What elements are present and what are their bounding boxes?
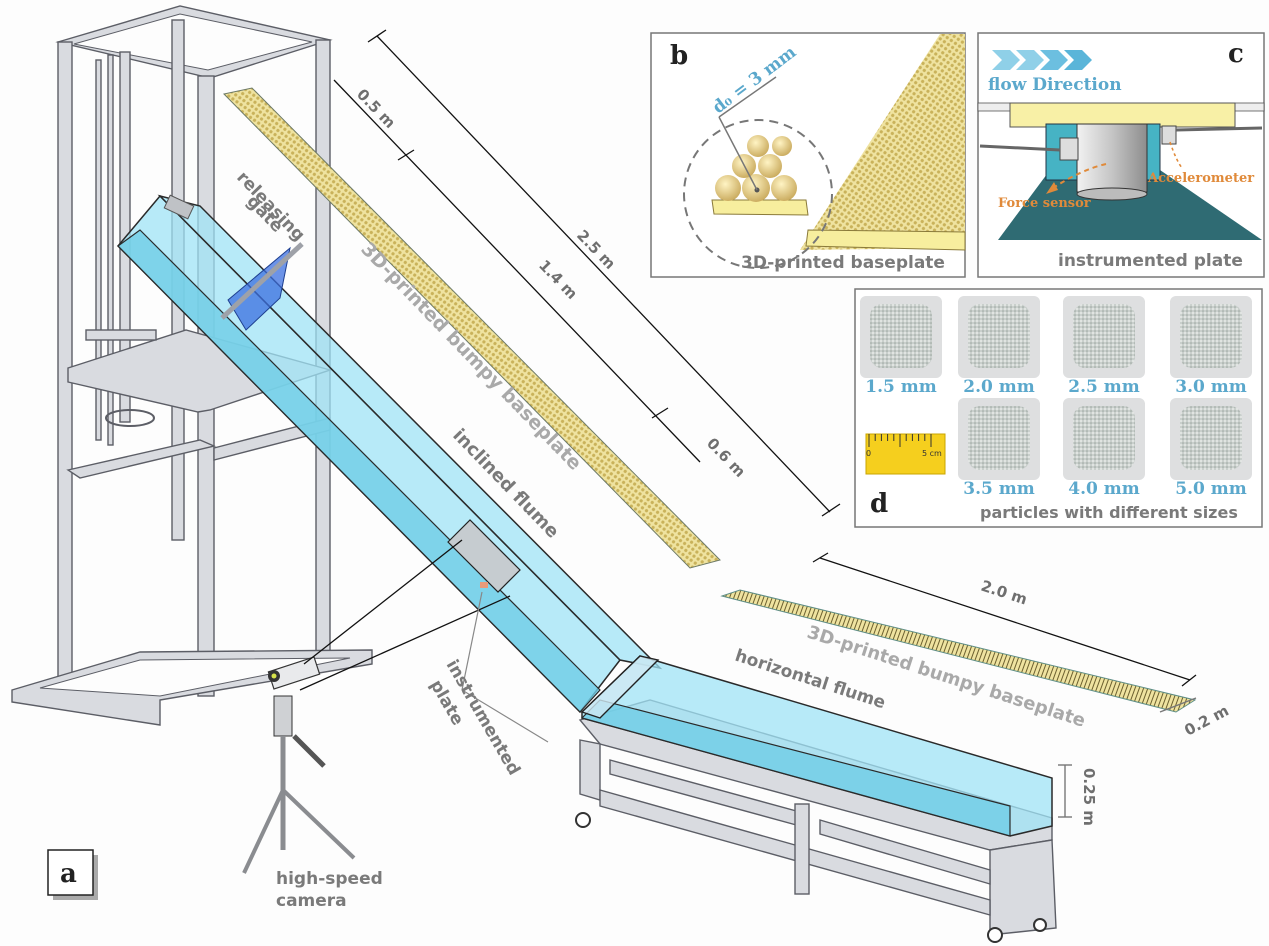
dim-label-0-5m: 0.5 m: [353, 85, 399, 132]
flow-direction-label: flow Direction: [988, 75, 1122, 95]
accelerometer-label: Accelerometer: [1147, 171, 1254, 186]
ruler-zero: 0: [866, 449, 871, 458]
particle-size-label: 2.5 mm: [1068, 377, 1139, 397]
particle-sample: 2.0 mm: [958, 296, 1040, 397]
particle-size-label: 2.0 mm: [963, 377, 1034, 397]
panel-b-caption: 3D-printed baseplate: [741, 253, 945, 273]
instrumented-plate-top: [1009, 102, 1236, 128]
accelerometer-body: [1161, 125, 1177, 145]
panel-a-letter: a: [60, 859, 77, 889]
panel-c-letter: c: [1228, 39, 1244, 69]
particle-size-label: 5.0 mm: [1175, 479, 1246, 499]
panel-d-letter: d: [870, 489, 888, 519]
panel-d-caption: particles with different sizes: [980, 503, 1238, 522]
instrumented-plate-window: [447, 519, 521, 593]
particle-sample: 4.0 mm: [1063, 398, 1145, 499]
force-sensor-label: Force sensor: [998, 196, 1091, 211]
particle-size-label: 3.0 mm: [1175, 377, 1246, 397]
zoom-circle: [683, 119, 833, 269]
particle-size-label: 3.5 mm: [963, 479, 1034, 499]
panel-c: flow Direction c Force sensor Accelerome…: [977, 32, 1265, 278]
particle-sample: 1.5 mm: [860, 296, 942, 397]
label-camera: camera: [276, 891, 347, 911]
dim-line-width: [1159, 697, 1197, 713]
particle-sample: 2.5 mm: [1063, 296, 1145, 397]
panel-d: 1.5 mm 2.0 mm 2.5 mm 3.0 mm 3.5 mm 4.0 mm 5.0 …: [854, 288, 1263, 528]
inclined-flume: [116, 194, 663, 714]
dim-label-1-4m: 1.4 m: [535, 256, 581, 303]
camera-view-line-upper: [303, 539, 463, 665]
particle-sample-grid: 1.5 mm 2.0 mm 2.5 mm 3.0 mm 3.5 mm 4.0 mm 5.0 …: [860, 296, 1252, 499]
particle-sample: 5.0 mm: [1170, 398, 1252, 499]
support-tower-frame: [11, 5, 373, 726]
dim-line-horizontal: [819, 557, 1191, 681]
ruler-icon: 0 5 cm: [865, 433, 946, 475]
high-speed-camera: [242, 656, 356, 874]
dim-label-0-2m: 0.2 m: [1181, 701, 1231, 739]
camera-view-line-lower: [299, 595, 511, 691]
ruler-end: 5 cm: [922, 449, 942, 458]
dimension-lines: [333, 29, 1197, 687]
dim-line-total: [376, 35, 831, 513]
particle-size-label: 1.5 mm: [865, 377, 936, 397]
dim-line-segments: [333, 79, 701, 463]
particle-sample: 3.0 mm: [1170, 296, 1252, 397]
teal-plate: [998, 170, 1262, 240]
baseplate-perspective: [800, 34, 965, 250]
sphere-cluster: [711, 135, 809, 216]
dim-label-0-25m: 0.25 m: [1080, 768, 1098, 826]
particle-size-label: 4.0 mm: [1068, 479, 1139, 499]
panel-a-label-box: a: [47, 849, 98, 900]
dim-label-0-6m: 0.6 m: [703, 434, 749, 481]
force-sensor-cylinder: [1076, 123, 1148, 193]
horizontal-bumpy-baseplate: [720, 589, 1197, 713]
dim-label-2-0m: 2.0 m: [979, 577, 1030, 609]
label-high-speed: high-speed: [276, 869, 383, 889]
inclined-bumpy-baseplate: [223, 87, 721, 569]
sensor-marker: [480, 582, 488, 588]
instrumented-plate-leader: [461, 591, 549, 743]
flow-arrow-icon: [992, 50, 1092, 70]
panel-c-caption: instrumented plate: [1058, 251, 1243, 271]
panel-b: d₀ = 3 mm b 3D-printed baseplate: [650, 32, 966, 278]
horizontal-flume: [575, 655, 1057, 943]
panel-b-letter: b: [670, 41, 688, 71]
particle-sample: 3.5 mm: [958, 398, 1040, 499]
